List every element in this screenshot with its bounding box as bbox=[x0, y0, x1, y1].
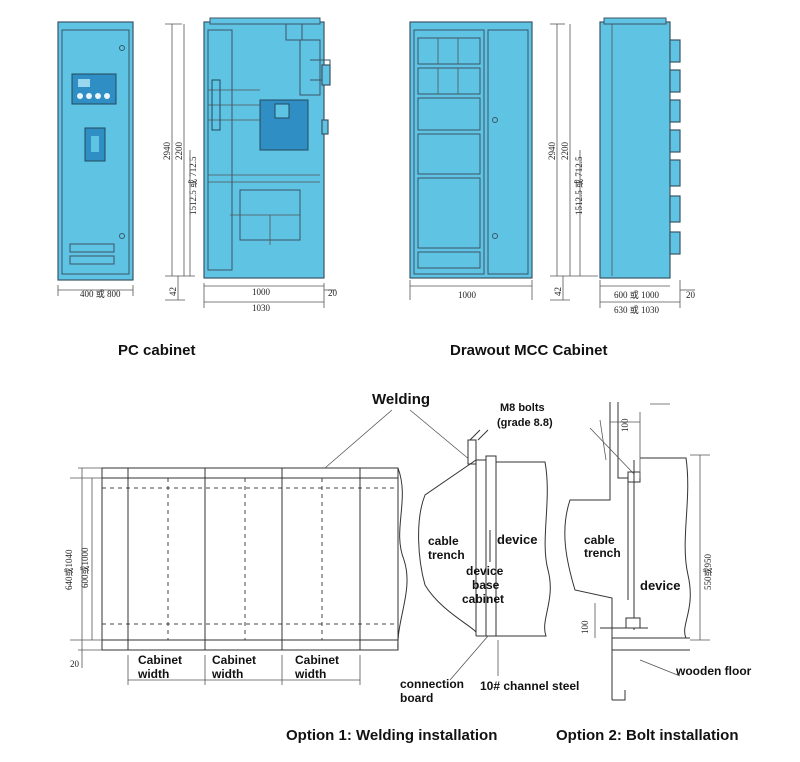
cabinet-width-1-line1: Cabinet bbox=[138, 653, 182, 667]
dim-1000-pc: 1000 bbox=[252, 287, 271, 297]
connection-board-line1: connection bbox=[400, 677, 464, 691]
cabinet-width-1-line2: width bbox=[137, 667, 169, 681]
option1-caption: Option 1: Welding installation bbox=[286, 727, 497, 744]
dim-1000-mcc: 1000 bbox=[458, 290, 477, 300]
dim-2940: 2940 bbox=[162, 142, 172, 161]
dim-1512-mcc: 1512.5 或 712.5 bbox=[573, 156, 584, 215]
dim-600: 600或1000 bbox=[79, 547, 90, 588]
device-base-line2: base bbox=[472, 578, 500, 592]
dim-2200: 2200 bbox=[174, 142, 184, 161]
option1-section bbox=[418, 429, 551, 681]
dim-1512: 1512.5 或 712.5 bbox=[187, 156, 198, 215]
dim-20-pc: 20 bbox=[328, 288, 338, 298]
dim-100-bottom: 100 bbox=[580, 620, 590, 634]
grade-label: (grade 8.8) bbox=[497, 417, 553, 429]
device-base-line3: cabinet bbox=[462, 592, 504, 606]
welding-leaders bbox=[324, 409, 471, 469]
option2-caption: Option 2: Bolt installation bbox=[556, 727, 739, 744]
dim-600-mcc: 600 或 1000 bbox=[614, 289, 660, 300]
device-base-line1: device bbox=[466, 564, 504, 578]
dim-20-mcc: 20 bbox=[686, 290, 696, 300]
mcc-cabinet-section: 2940 2200 1512.5 或 712.5 42 600 或 1000 6… bbox=[547, 17, 696, 315]
cabinet-width-2-line2: width bbox=[211, 667, 243, 681]
pc-cabinet-label: PC cabinet bbox=[118, 342, 196, 359]
connection-board-line2: board bbox=[400, 691, 433, 705]
channel-steel-label: 10# channel steel bbox=[480, 679, 579, 693]
welding-label: Welding bbox=[372, 391, 430, 408]
mcc-cabinet-front: 1000 bbox=[409, 21, 533, 300]
dim-20-plan: 20 bbox=[70, 659, 80, 669]
cable-trench-1-line1: cable bbox=[428, 534, 459, 548]
cable-trench-2-line2: trench bbox=[584, 546, 621, 560]
cabinet-width-2-line1: Cabinet bbox=[212, 653, 256, 667]
pc-cabinet-front: 400 或 800 bbox=[57, 21, 134, 299]
dim-2940-mcc: 2940 bbox=[547, 142, 557, 161]
wooden-floor-label: wooden floor bbox=[675, 664, 752, 678]
dim-630-mcc: 630 或 1030 bbox=[614, 304, 660, 315]
device-label-1: device bbox=[497, 532, 537, 547]
dim-42: 42 bbox=[168, 287, 178, 296]
cabinet-width-3-line2: width bbox=[294, 667, 326, 681]
plan-view: 640或1040 600或1000 20 bbox=[63, 467, 408, 685]
dim-640: 640或1040 bbox=[63, 549, 74, 590]
option2-section bbox=[564, 402, 710, 701]
cable-trench-1-line2: trench bbox=[428, 548, 465, 562]
cabinet-width-3-line1: Cabinet bbox=[295, 653, 339, 667]
device-label-2: device bbox=[640, 578, 680, 593]
cable-trench-2-line1: cable bbox=[584, 533, 615, 547]
dim-1030-pc: 1030 bbox=[252, 303, 271, 313]
dim-42-mcc: 42 bbox=[553, 287, 563, 296]
dim-100-top: 100 bbox=[620, 418, 630, 432]
dim-550: 550或950 bbox=[702, 553, 713, 590]
mcc-cabinet-label: Drawout MCC Cabinet bbox=[450, 342, 608, 359]
pc-cabinet-section: 2940 2200 1512.5 或 712.5 42 1000 1030 20 bbox=[162, 17, 338, 313]
dim-pc-width: 400 或 800 bbox=[80, 288, 121, 299]
dim-2200-mcc: 2200 bbox=[560, 142, 570, 161]
m8-bolts-label: M8 bolts bbox=[500, 402, 545, 414]
